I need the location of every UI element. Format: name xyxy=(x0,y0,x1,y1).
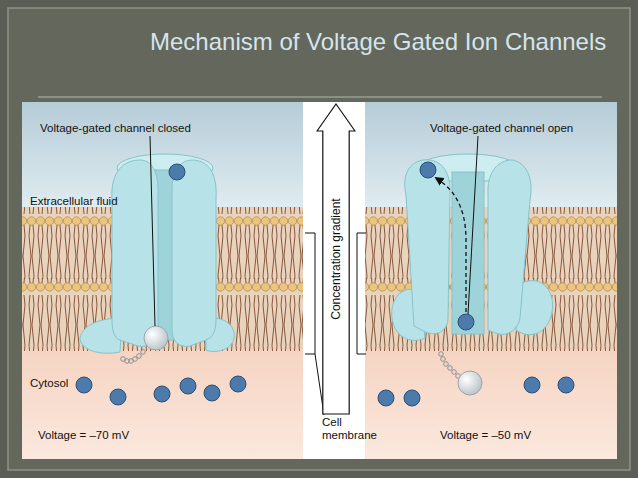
ion xyxy=(230,376,246,392)
callout-label: Voltage-gated channel closed xyxy=(40,122,240,135)
leader-line xyxy=(150,136,155,326)
inactivation-ball xyxy=(144,326,168,350)
ion xyxy=(558,377,574,393)
ion xyxy=(154,386,170,402)
arrow-shape xyxy=(317,104,355,414)
ion xyxy=(378,390,394,406)
voltage-label: Voltage = –70 mV xyxy=(38,429,198,442)
slide-title: Mechanism of Voltage Gated Ion Channels xyxy=(150,28,606,56)
region-label: Cytosol xyxy=(30,377,130,390)
channel-subunit xyxy=(488,160,531,334)
membrane-bracket xyxy=(357,233,366,354)
ion xyxy=(524,377,540,393)
callout-label: Cell membrane xyxy=(322,416,384,442)
ball-chain xyxy=(439,352,461,379)
slide-frame xyxy=(8,8,630,470)
ball-chain xyxy=(121,350,146,364)
cytosol-region xyxy=(365,350,617,459)
channel-subunit xyxy=(405,160,450,334)
title-rule xyxy=(38,97,602,98)
leader-line xyxy=(468,136,478,314)
ion xyxy=(180,378,196,394)
region-label: Extracellular fluid xyxy=(30,195,180,208)
channel-subunit xyxy=(172,160,216,346)
arrow-label: Concentration gradient xyxy=(329,119,343,399)
ion xyxy=(420,162,436,178)
callout-label: Voltage-gated channel open xyxy=(430,122,610,135)
gradient-arrow: Concentration gradient xyxy=(316,103,356,415)
ion xyxy=(76,377,92,393)
figure-background xyxy=(22,102,617,459)
voltage-label: Voltage = –50 mV xyxy=(440,429,600,442)
ion xyxy=(458,314,474,330)
ion xyxy=(169,164,185,180)
ion xyxy=(404,390,420,406)
membrane-bracket xyxy=(305,233,315,354)
inactivation-ball xyxy=(458,371,482,395)
ion xyxy=(110,389,126,405)
closed-channel xyxy=(80,154,234,353)
ion-path-arrow xyxy=(436,178,466,312)
ion xyxy=(204,385,220,401)
cytosol-region xyxy=(22,350,303,459)
